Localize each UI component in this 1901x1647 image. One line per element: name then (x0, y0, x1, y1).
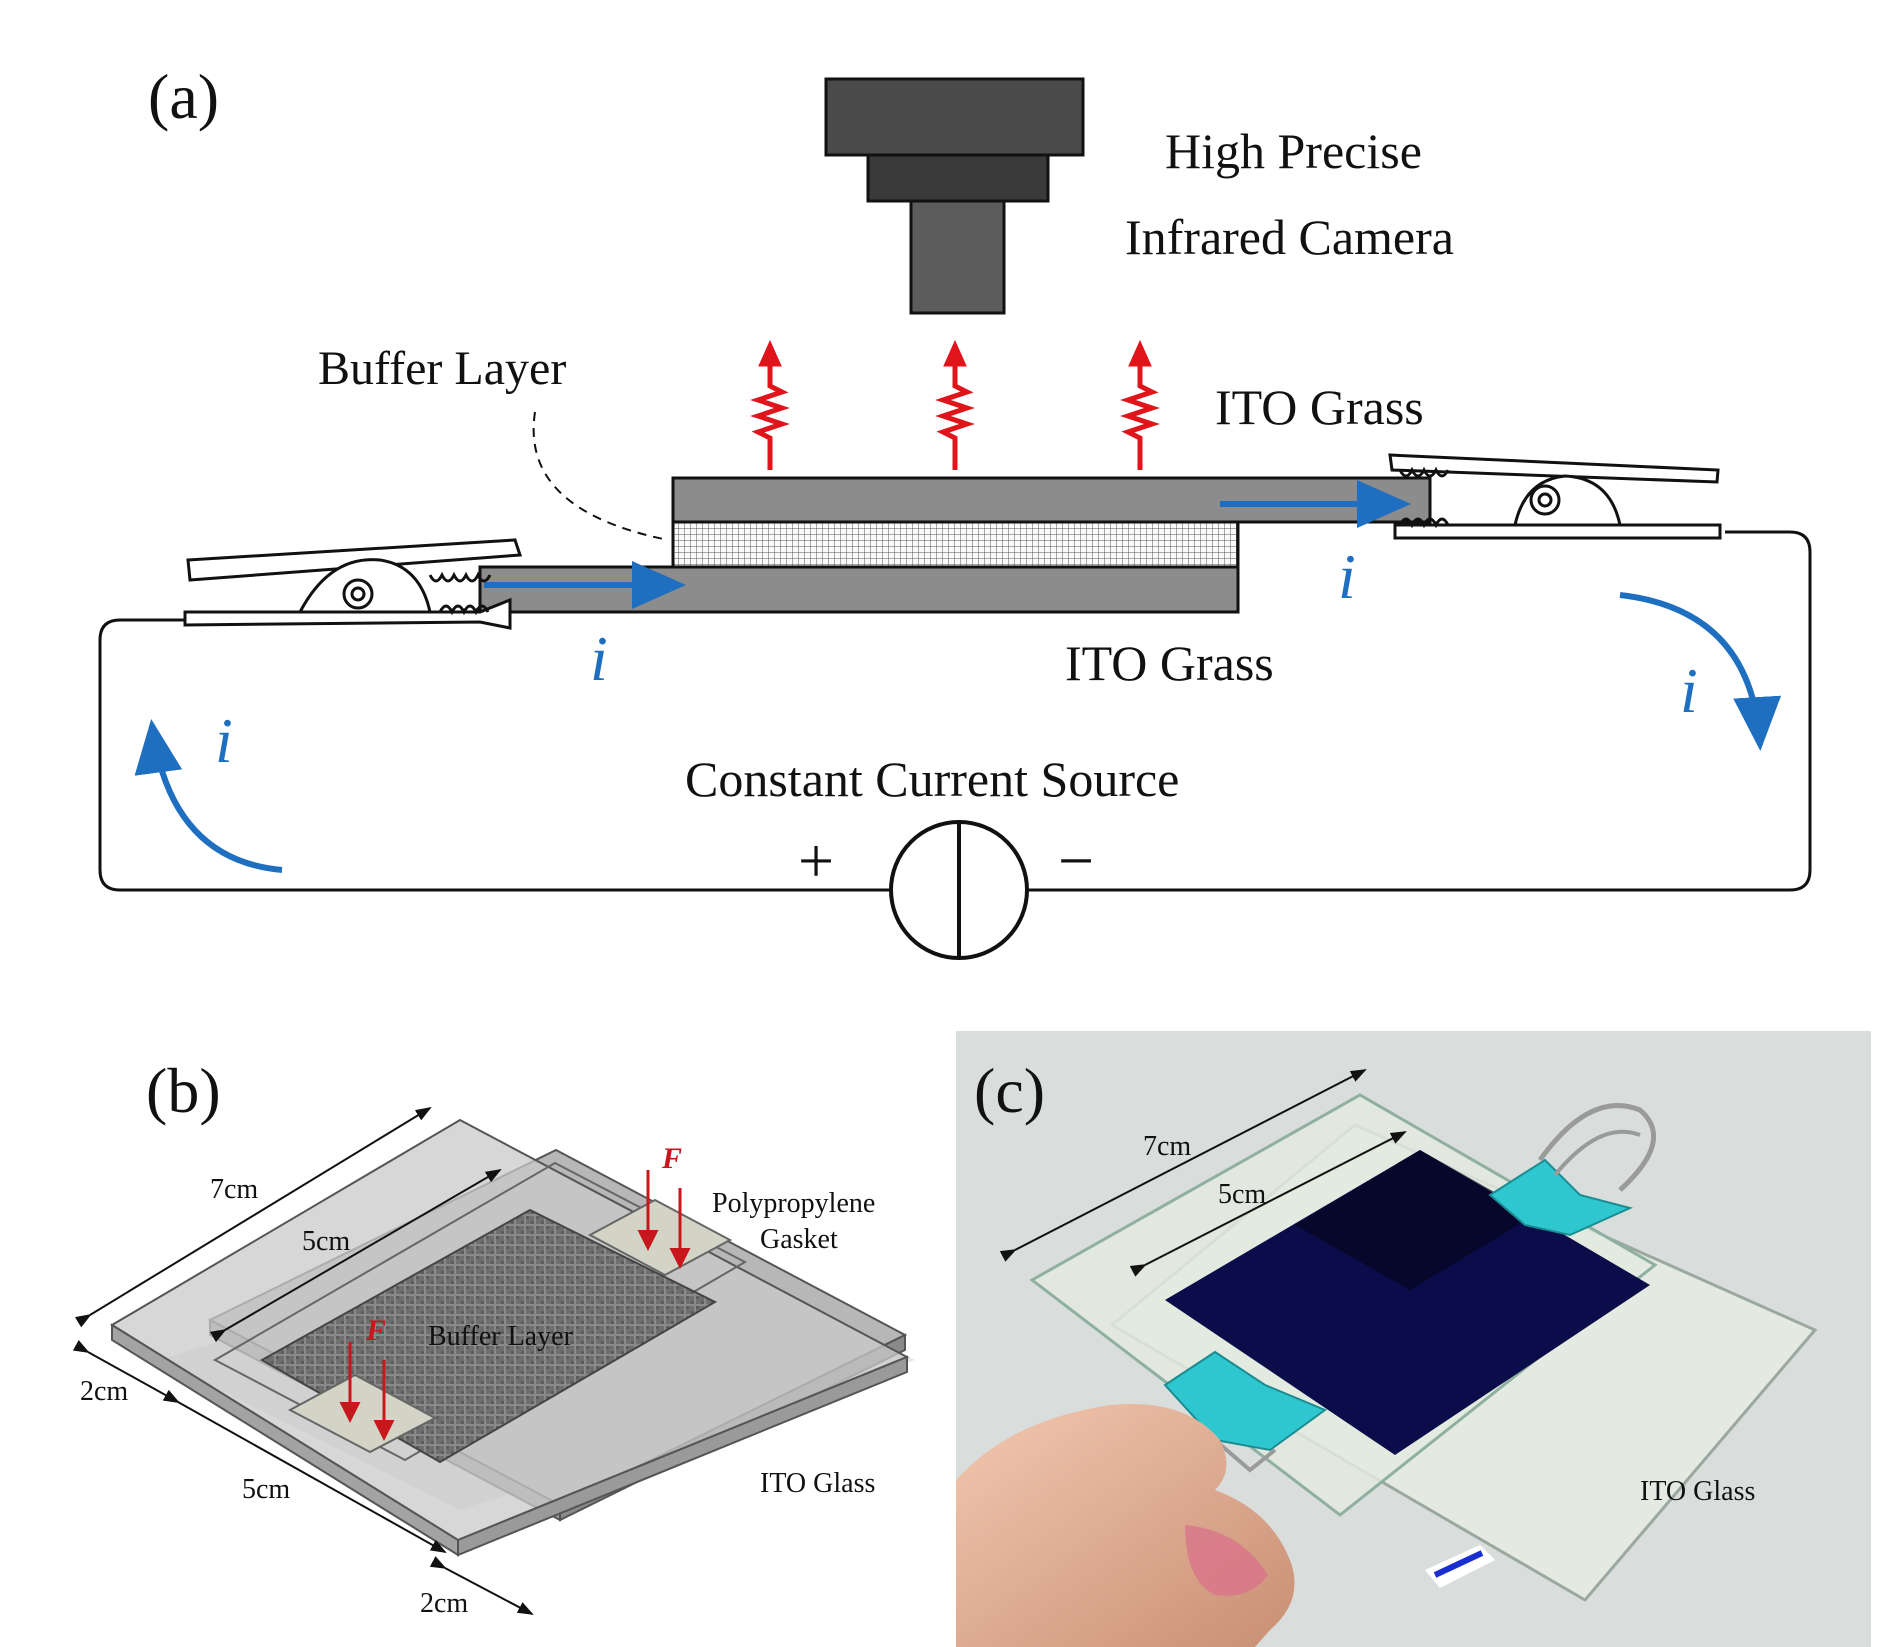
buffer-label-b: Buffer Layer (428, 1321, 574, 1352)
current-label-left: i (215, 705, 233, 776)
dim-2cm-bottom-b: 2cm (420, 1588, 468, 1619)
alligator-clip-left-icon (183, 538, 523, 630)
dim-5cm-bottom-b: 5cm (242, 1474, 290, 1505)
current-label-bottom: i (590, 623, 608, 694)
photo-glass-label-stripe (1433, 1550, 1484, 1578)
current-label-top: i (1338, 541, 1356, 612)
ito-label-c: ITO Glass (1640, 1476, 1755, 1507)
heat-arrow-icon (1120, 339, 1160, 470)
infrared-camera-icon (824, 77, 1085, 315)
heat-arrow-icon (750, 339, 790, 470)
minus-sign: − (1058, 825, 1094, 896)
photo-fingertip (1185, 1525, 1268, 1596)
heat-arrow-icon (935, 339, 975, 470)
current-arrow-right (1619, 592, 1782, 751)
ito-top-label: ITO Grass (1215, 379, 1424, 435)
source-label: Constant Current Source (685, 751, 1179, 807)
force-label-bottom: F (365, 1314, 386, 1347)
dim-7cm-b: 7cm (210, 1174, 258, 1205)
force-label-top: F (661, 1142, 682, 1175)
photo-dimension-lines (999, 1069, 1407, 1277)
gasket-label-line2: Gasket (760, 1224, 838, 1255)
dim-5cm-top-b: 5cm (302, 1226, 350, 1257)
circuit-wire (98, 530, 1812, 892)
plus-sign: + (798, 825, 834, 896)
buffer-leader-line (532, 411, 669, 541)
panel-c-label: (c) (974, 1055, 1045, 1126)
ito-bottom-label: ITO Grass (1065, 635, 1274, 691)
gasket-top (587, 1198, 733, 1277)
panel-a: (a) High Precise Infrared Camera (98, 61, 1812, 960)
dim-7cm-c: 7cm (1143, 1131, 1191, 1162)
alligator-clip-right-icon (1388, 453, 1722, 540)
dim-2cm-left-b: 2cm (80, 1376, 128, 1407)
current-label-right: i (1680, 655, 1698, 726)
gasket-label-line1: Polypropylene (712, 1188, 875, 1219)
buffer-layer (671, 520, 1240, 569)
camera-label-line2: Infrared Camera (1125, 209, 1454, 265)
ito-glass-top (671, 476, 1432, 524)
buffer-layer-label: Buffer Layer (318, 342, 566, 395)
panel-a-label: (a) (148, 61, 219, 132)
panel-b: (b) F F (72, 1055, 915, 1619)
current-arrow-left (134, 719, 283, 873)
camera-label-line1: High Precise (1165, 123, 1422, 179)
panel-b-label: (b) (146, 1055, 221, 1126)
ito-glass-bottom (478, 565, 1240, 614)
dimension-lines (72, 1106, 534, 1615)
heat-arrows (750, 339, 1160, 470)
dim-5cm-c: 5cm (1218, 1179, 1266, 1210)
binder-clip-top-icon (1488, 1103, 1657, 1237)
ito-label-b: ITO Glass (760, 1468, 875, 1499)
panel-c: 7cm 5cm ITO Glass (c) (956, 1031, 1871, 1647)
